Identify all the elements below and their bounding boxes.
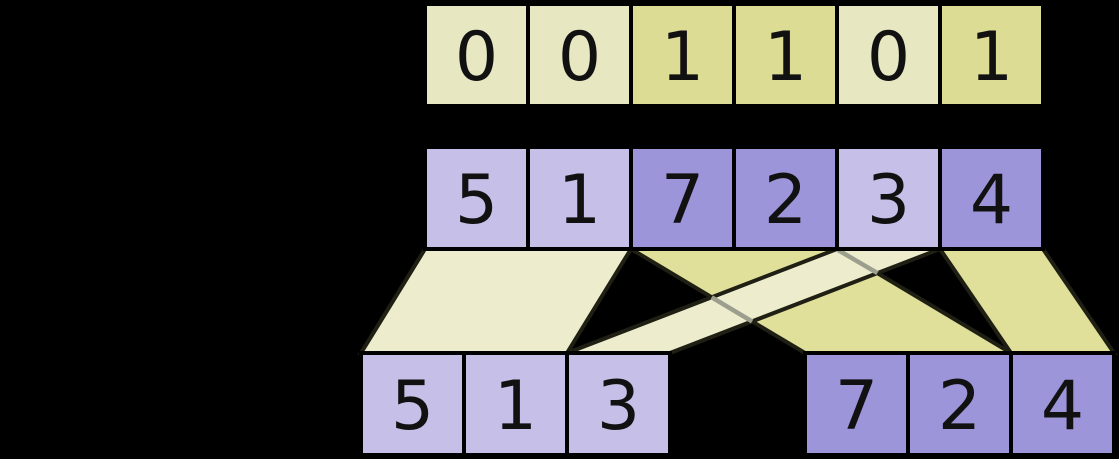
- input-cell-1-value: 1: [558, 161, 601, 240]
- mask-cell-5: [938, 2, 1045, 108]
- hidden-edge-line: [836, 248, 879, 276]
- input-cell-0: [423, 145, 530, 251]
- mask-cell-4-value: 0: [867, 18, 910, 97]
- input-cell-0-value: 5: [455, 161, 498, 240]
- input-cell-4: [835, 145, 942, 251]
- mask-cell-0-value: 0: [455, 18, 498, 97]
- output-left-cell-1-value: 1: [494, 367, 537, 446]
- output-right-cell-1: [906, 351, 1013, 457]
- output-right-cell-2-value: 4: [1041, 367, 1084, 446]
- input-cell-5: [938, 145, 1045, 251]
- mask-cell-0: [423, 2, 530, 108]
- mask-cell-2: [629, 2, 736, 108]
- mask-cell-2-value: 1: [661, 18, 704, 97]
- output-left-cell-0: [359, 351, 466, 457]
- output-right-cell-0: [803, 351, 910, 457]
- output-right-cell-0-value: 7: [835, 367, 878, 446]
- mask-cell-1-value: 0: [558, 18, 601, 97]
- input-cell-2-value: 7: [661, 161, 704, 240]
- input-cell-2: [629, 145, 736, 251]
- mask-cell-3-value: 1: [764, 18, 807, 97]
- output-left-cell-2-value: 3: [597, 367, 640, 446]
- output-left-cell-0-value: 5: [391, 367, 434, 446]
- input-cell-4-value: 3: [867, 161, 910, 240]
- input-cell-3-value: 2: [764, 161, 807, 240]
- output-right-cell-2: [1009, 351, 1116, 457]
- mask-cell-5-value: 1: [970, 18, 1013, 97]
- output-left-cell-1: [462, 351, 569, 457]
- hidden-edge-line: [710, 295, 754, 324]
- output-right-cell-1-value: 2: [938, 367, 981, 446]
- input-cell-5-value: 4: [970, 161, 1013, 240]
- output-left-cell-2: [565, 351, 672, 457]
- mask-cell-4: [835, 2, 942, 108]
